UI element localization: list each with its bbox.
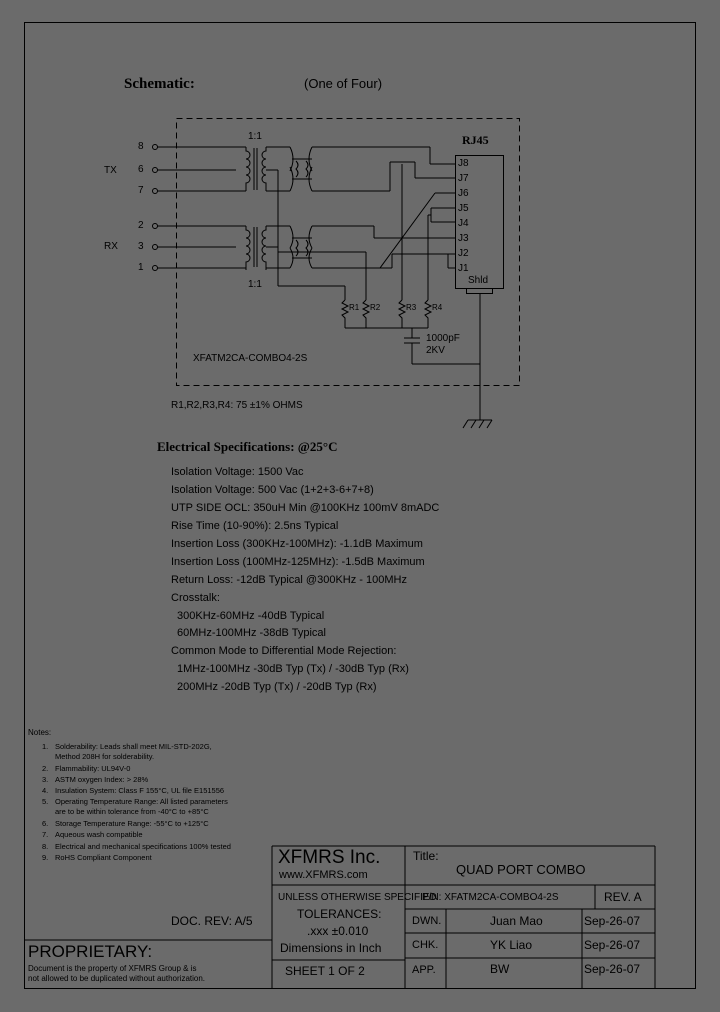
spec-line: 300KHz-60MHz -40dB Typical: [177, 610, 325, 622]
ratio-top: 1:1: [248, 131, 262, 142]
note-text: Operating Temperature Range: All listed …: [55, 797, 228, 806]
dimensions-note: Dimensions in Inch: [280, 941, 382, 955]
pin-label: 7: [138, 185, 144, 196]
rj45-pin: J4: [458, 218, 469, 229]
chk-name: YK Liao: [490, 938, 533, 952]
app-name: BW: [490, 962, 510, 976]
proprietary-line-2: not allowed to be duplicated without aut…: [28, 974, 206, 983]
rj45-pin: J7: [458, 173, 469, 184]
rj45-pin: J5: [458, 203, 469, 214]
rj45-pin: J3: [458, 233, 469, 244]
doc-revision: DOC. REV: A/5: [171, 914, 253, 928]
rj45-pin: J2: [458, 248, 469, 259]
pin-label: 6: [138, 164, 144, 175]
note-text: Electrical and mechanical specifications…: [55, 842, 231, 851]
note-text: RoHS Compliant Component: [55, 853, 152, 862]
rj45-title: RJ45: [462, 133, 489, 147]
rx-label: RX: [104, 241, 118, 252]
schematic-subtitle: (One of Four): [304, 76, 383, 91]
part-label: XFATM2CA-COMBO4-2S: [193, 353, 308, 364]
note-text: Flammability: UL94V-0: [55, 764, 131, 773]
sheet-border: [24, 22, 696, 989]
app-date: Sep-26-07: [584, 962, 641, 976]
pin-label: 2: [138, 220, 144, 231]
tolerance-value: .xxx ±0.010: [307, 924, 369, 938]
dwn-label: DWN.: [412, 915, 442, 927]
note-num: 9.: [42, 853, 49, 862]
rj45-pin: J6: [458, 188, 469, 199]
spec-line: Isolation Voltage: 500 Vac (1+2+3-6+7+8): [171, 484, 374, 496]
note-text: Storage Temperature Range: -55°C to +125…: [55, 819, 209, 828]
cap-voltage: 2KV: [426, 345, 445, 356]
note-num: 5.: [42, 797, 49, 806]
spec-line: 200MHz -20dB Typ (Tx) / -20dB Typ (Rx): [177, 681, 377, 693]
electrical-title: Electrical Specifications: @25°C: [157, 439, 338, 454]
note-text: Solderability: Leads shall meet MIL-STD-…: [55, 742, 212, 751]
note-text: Aqueous wash compatible: [55, 830, 143, 839]
spec-line: Return Loss: -12dB Typical @300KHz - 100…: [171, 574, 407, 586]
sheet-number: SHEET 1 OF 2: [285, 964, 365, 978]
spec-line: Insertion Loss (300KHz-100MHz): -1.1dB M…: [171, 538, 423, 550]
company-name: XFMRS Inc.: [278, 847, 381, 868]
tx-label: TX: [104, 165, 117, 176]
chk-date: Sep-26-07: [584, 938, 641, 952]
spec-line: Common Mode to Differential Mode Rejecti…: [171, 645, 397, 657]
rj45-shield: Shld: [468, 275, 489, 286]
notes-title: Notes:: [28, 728, 52, 737]
proprietary-title: PROPRIETARY:: [28, 942, 153, 961]
note-text: Insulation System: Class F 155°C, UL fil…: [55, 786, 225, 795]
dwn-date: Sep-26-07: [584, 914, 641, 928]
note-text-cont: Method 208H for solderability.: [55, 752, 155, 761]
ratio-bottom: 1:1: [248, 279, 262, 290]
note-num: 3.: [42, 775, 49, 784]
pin-label: 1: [138, 262, 144, 273]
tolerances-label: TOLERANCES:: [297, 907, 382, 921]
note-num: 4.: [42, 786, 49, 795]
note-text-cont: are to be within tolerance from -40°C to…: [55, 807, 209, 816]
note-num: 8.: [42, 842, 49, 851]
note-num: 6.: [42, 819, 49, 828]
cap-value: 1000pF: [426, 333, 460, 344]
chk-label: CHK.: [412, 939, 439, 951]
rj45-pin: J1: [458, 263, 469, 274]
spec-line: UTP SIDE OCL: 350uH Min @100KHz 100mV 8m…: [171, 502, 440, 514]
spec-line: Isolation Voltage: 1500 Vac: [171, 466, 304, 478]
resistor-label: R2: [370, 303, 381, 312]
note-text: ASTM oxygen Index: > 28%: [55, 775, 149, 784]
note-num: 2.: [42, 764, 49, 773]
proprietary-line-1: Document is the property of XFMRS Group …: [28, 964, 197, 973]
resistor-label: R3: [406, 303, 417, 312]
spec-line: Rise Time (10-90%): 2.5ns Typical: [171, 520, 339, 532]
note-num: 1.: [42, 742, 49, 751]
pin-label: 3: [138, 241, 144, 252]
spec-line: Insertion Loss (100MHz-125MHz): -1.5dB M…: [171, 556, 425, 568]
dwn-name: Juan Mao: [490, 914, 543, 928]
company-website: www.XFMRS.com: [279, 869, 368, 881]
schematic-title: Schematic:: [124, 76, 195, 92]
spec-line: 60MHz-100MHz -38dB Typical: [177, 627, 326, 639]
spec-line: 1MHz-100MHz -30dB Typ (Tx) / -30dB Typ (…: [177, 663, 409, 675]
resistor-note: R1,R2,R3,R4: 75 ±1% OHMS: [171, 400, 303, 411]
revision: REV. A: [604, 890, 642, 904]
resistor-label: R4: [432, 303, 443, 312]
pin-label: 8: [138, 141, 144, 152]
resistor-label: R1: [349, 303, 360, 312]
part-number: P/N: XFATM2CA-COMBO4-2S: [422, 892, 559, 903]
module-outline: [176, 118, 520, 386]
app-label: APP.: [412, 964, 436, 976]
spec-line: Crosstalk:: [171, 592, 220, 604]
note-num: 7.: [42, 830, 49, 839]
unless-note: UNLESS OTHERWISE SPECIFIED: [278, 892, 437, 903]
title-value: QUAD PORT COMBO: [456, 862, 586, 877]
title-label: Title:: [413, 849, 439, 863]
rj45-pin: J8: [458, 158, 469, 169]
